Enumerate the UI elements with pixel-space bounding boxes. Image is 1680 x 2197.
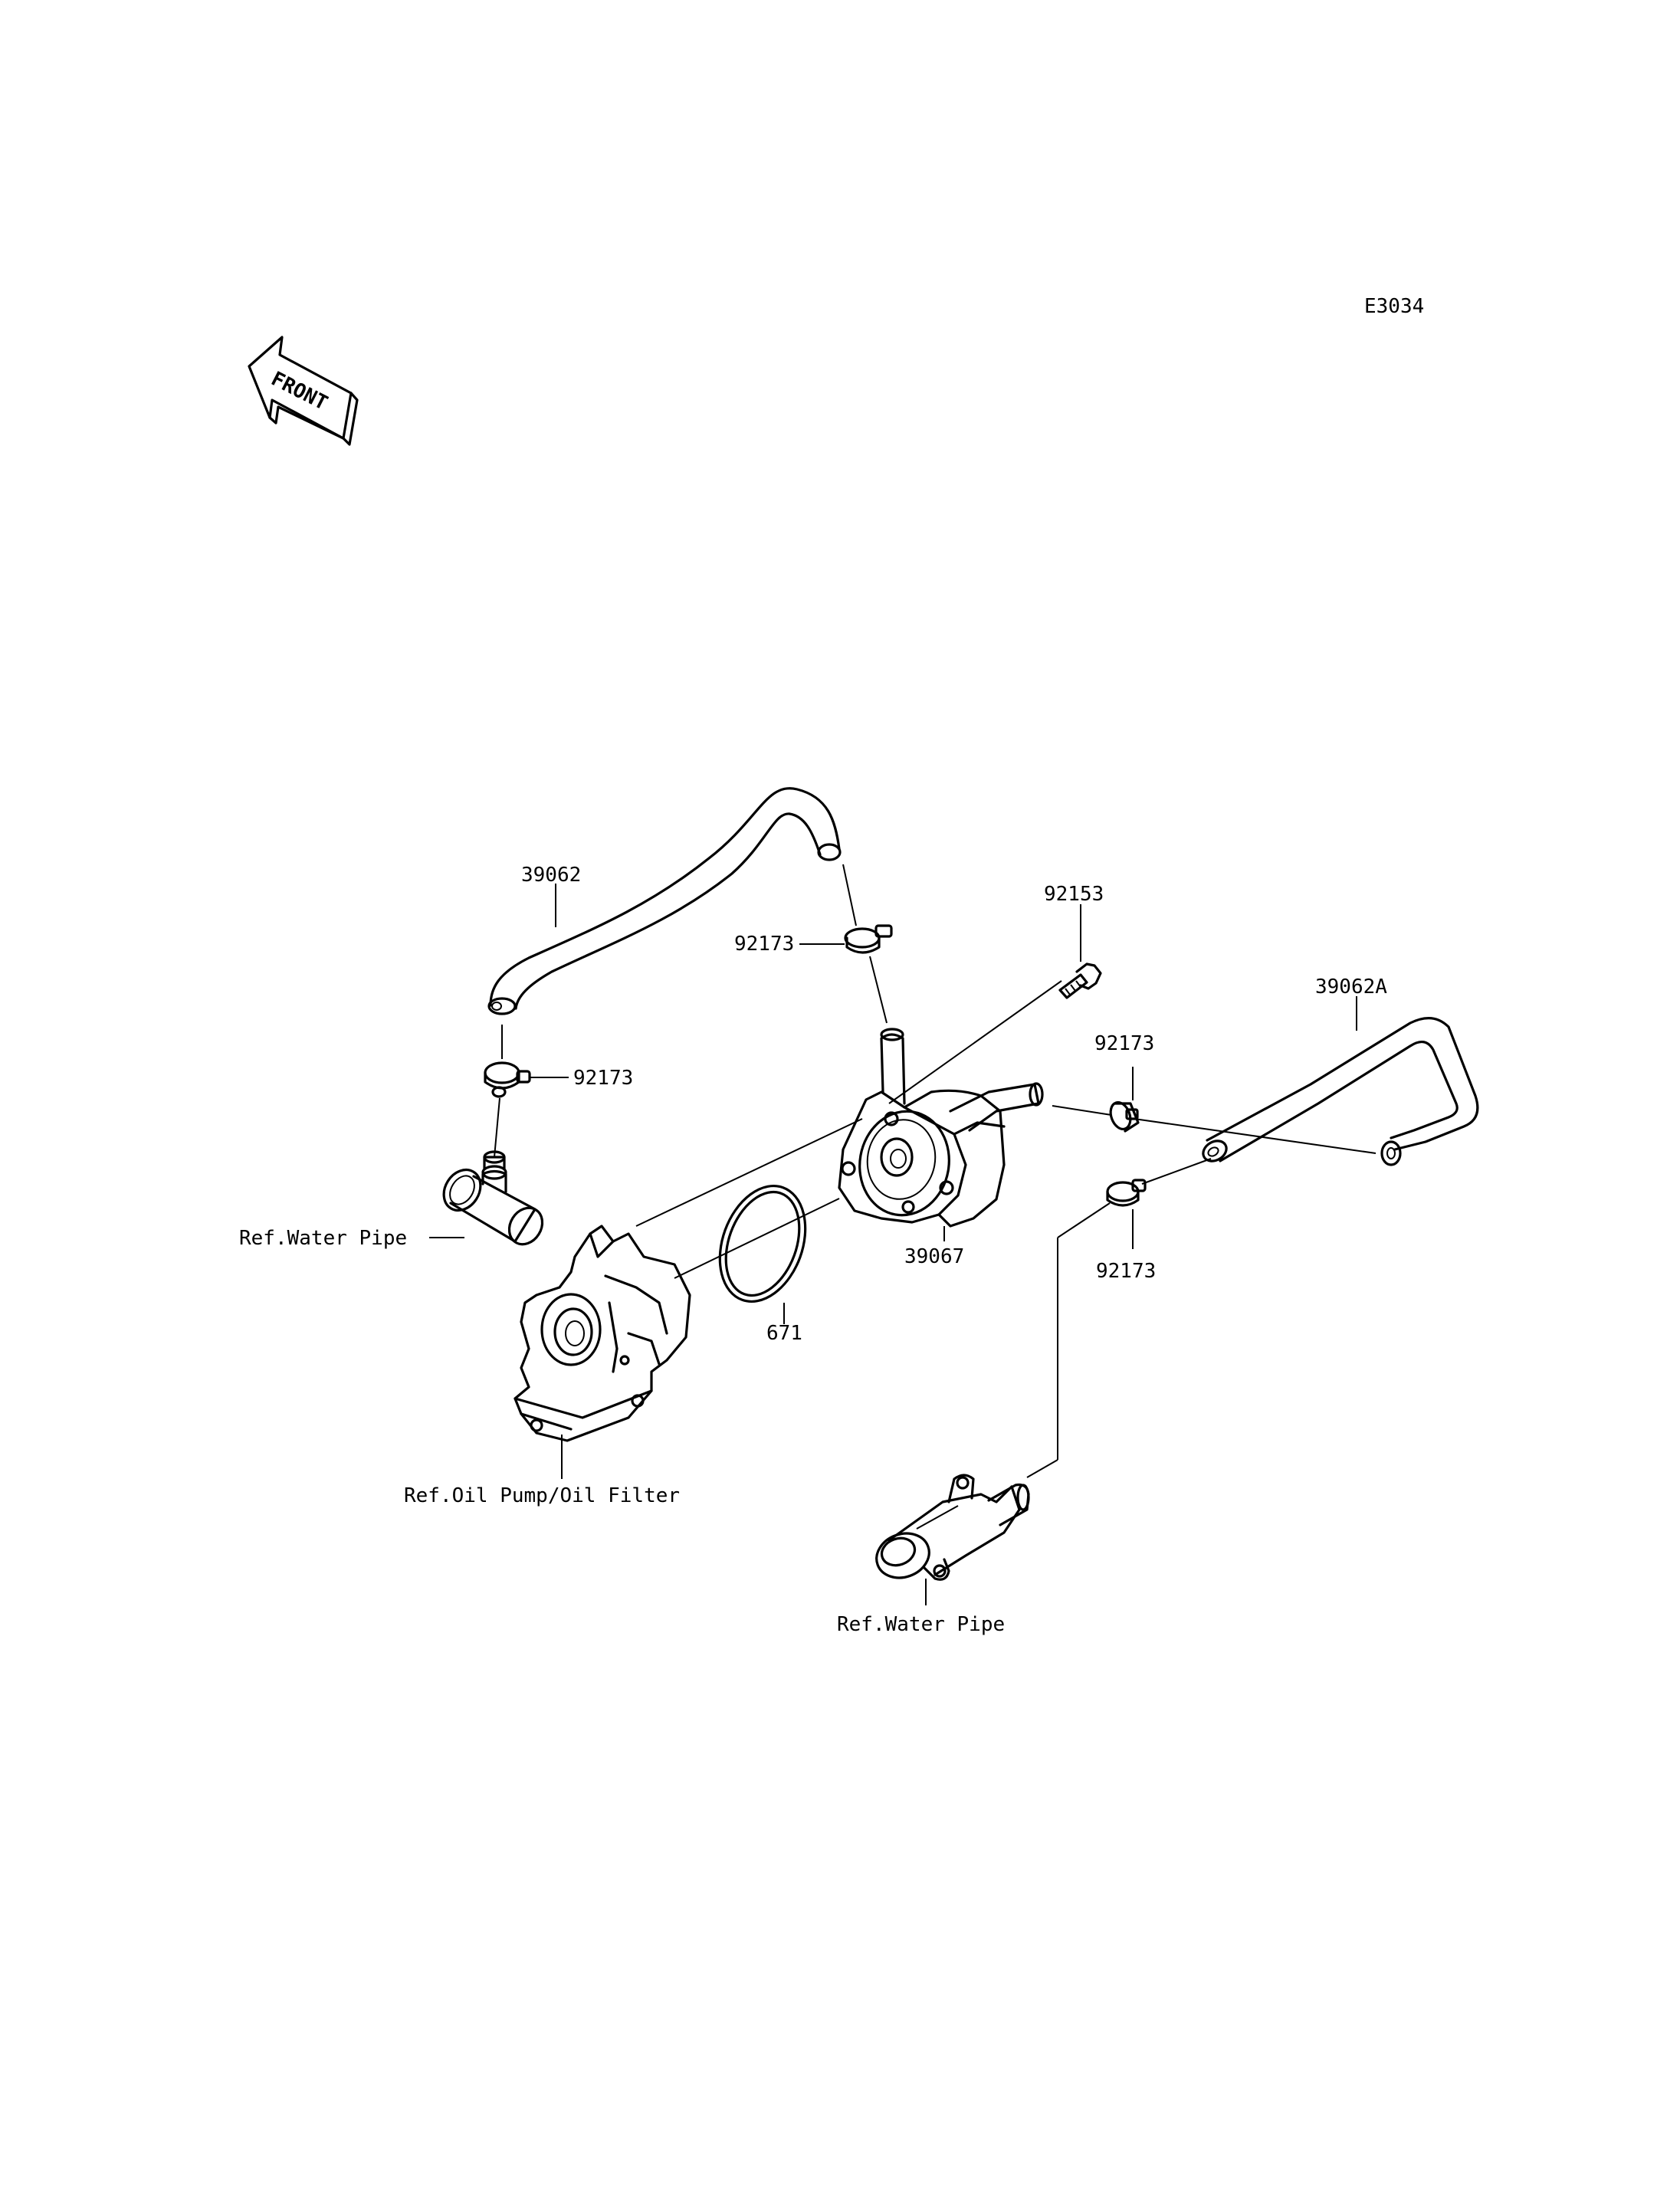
label-39067: 39067 [904,1245,964,1268]
label-39062a: 39062A [1315,976,1387,998]
hose-clamp-right-bottom-icon [1106,1179,1147,1207]
water-pipe-left-icon [442,1150,544,1246]
label-39062: 39062 [521,864,581,887]
label-92153: 92153 [1044,883,1104,906]
hose-clamp-left-icon [484,1061,531,1098]
water-pipe-bottom-icon [875,1474,1030,1581]
hose-clamp-upper-icon [844,924,893,954]
o-ring-671-icon [718,1184,807,1303]
label-92173-left: 92173 [573,1067,633,1090]
hose-39062a-icon [1202,1017,1479,1166]
label-671: 671 [766,1322,802,1345]
oil-pump-housing-icon [514,1225,691,1442]
diagram-code: E3034 [1364,295,1424,318]
label-ref-water-pipe-bottom: Ref.Water Pipe [837,1613,1005,1636]
label-92173-upper: 92173 [734,933,794,956]
hose-39062 [487,787,842,1015]
bolt-92153-icon [1058,962,1102,999]
oil-cooler-39067-icon [838,1028,1044,1228]
label-ref-water-pipe-left: Ref.Water Pipe [239,1227,407,1250]
label-92173-right-top: 92173 [1094,1032,1154,1055]
hose-clamp-right-top-icon [1109,1100,1140,1133]
label-92173-right-bottom: 92173 [1096,1260,1156,1283]
label-ref-oil-pump: Ref.Oil Pump/Oil Filter [404,1484,680,1507]
front-arrow-icon: FRONT [248,336,359,446]
